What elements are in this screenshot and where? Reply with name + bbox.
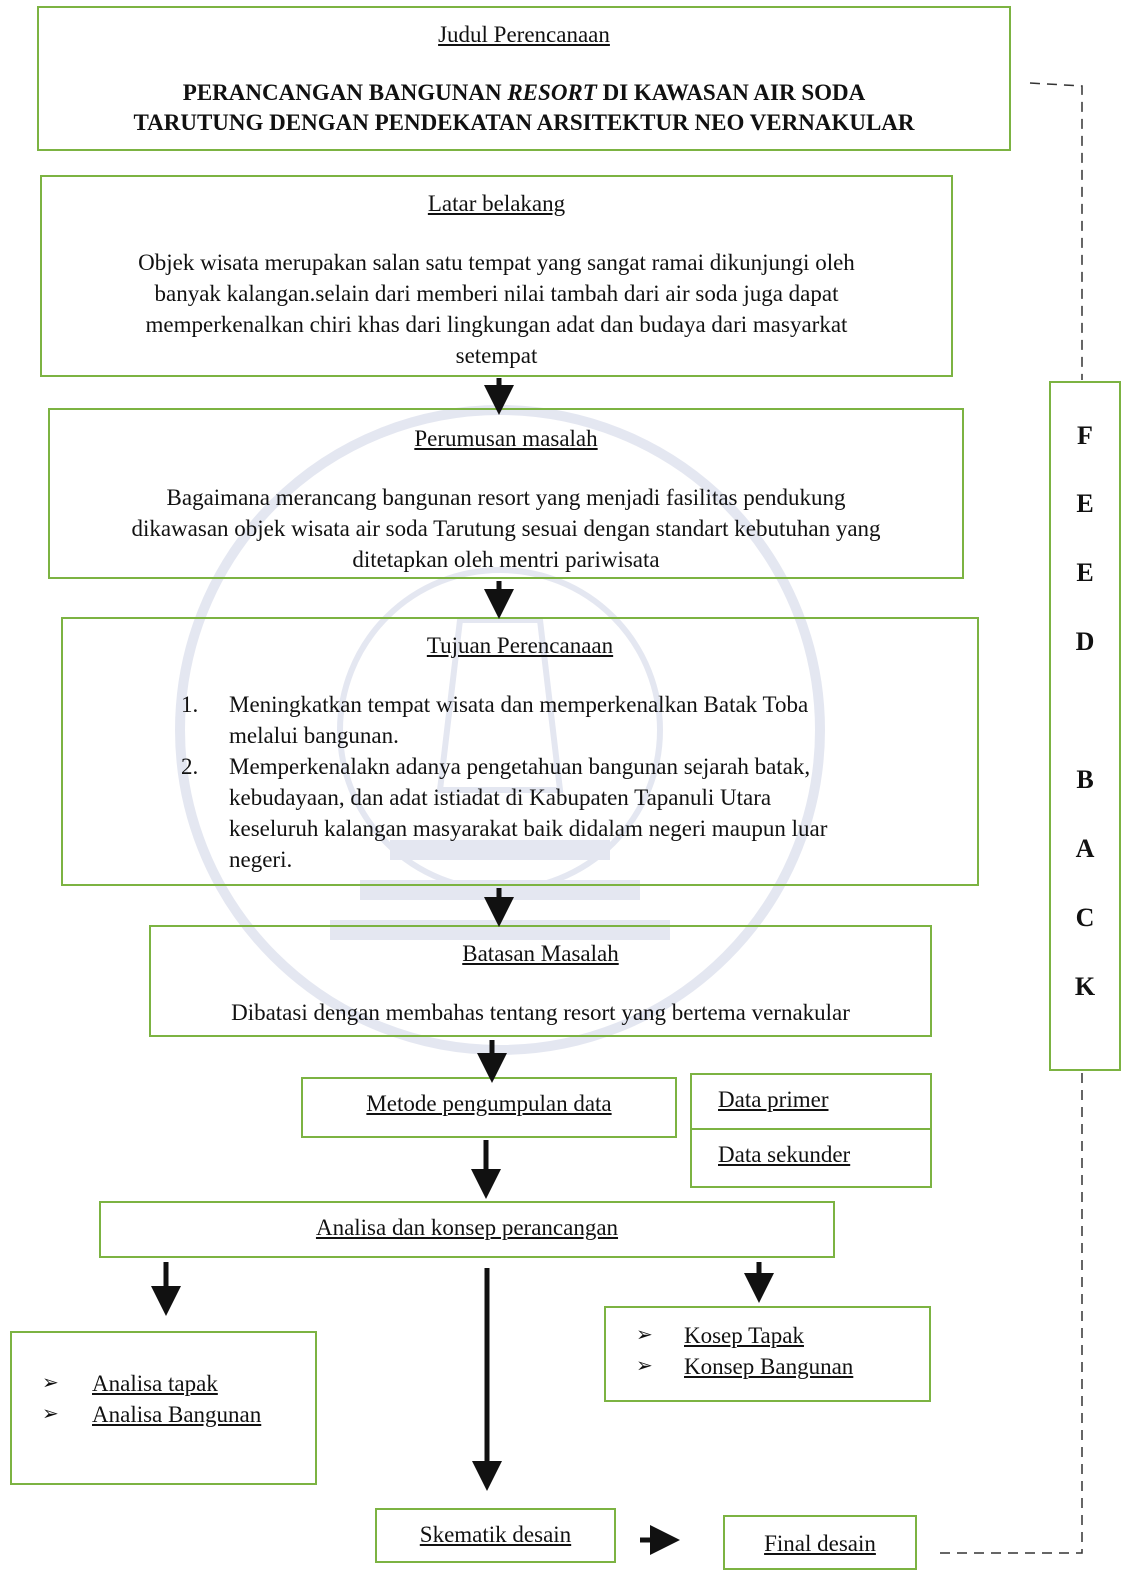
latar-line: memperkenalkan chiri khas dari lingkunga… [145,312,848,337]
feedback-dashed-top [1029,82,1083,380]
konsep-list-box: ➢ Kosep Tapak ➢ Konsep Bangunan [604,1306,931,1402]
perumusan-masalah-box: Perumusan masalah Bagaimana merancang ba… [48,408,964,579]
latar-line: Objek wisata merupakan salan satu tempat… [138,250,855,275]
tujuan-item-line: keseluruh kalangan masyarakat baik didal… [229,816,828,841]
tujuan-item-number: 1. [181,692,199,717]
title-label: Judul Perencanaan [438,22,610,47]
final-desain-box: Final desain [723,1515,917,1570]
tujuan-item-line: Meningkatkan tempat wisata dan memperken… [229,692,809,717]
tujuan-list: 1. Meningkatkan tempat wisata dan memper… [181,689,941,875]
project-title-italic: RESORT [507,80,597,105]
tujuan-perencanaan-label: Tujuan Perencanaan [426,633,614,658]
feedback-letter: D [1075,627,1095,656]
batasan-masalah-box: Batasan Masalah Dibatasi dengan membahas… [149,925,932,1037]
metode-label: Metode pengumpulan data [366,1091,612,1116]
batasan-masalah-label: Batasan Masalah [462,941,619,966]
tujuan-item: 1. Meningkatkan tempat wisata dan memper… [181,689,941,751]
feedback-box: F E E D B A C K [1049,381,1121,1071]
skematik-desain-box: Skematik desain [375,1508,616,1563]
project-title-pre: PERANCANGAN BANGUNAN [182,80,508,105]
tujuan-perencanaan-box: Tujuan Perencanaan 1. Meningkatkan tempa… [61,617,979,886]
tujuan-item-line: negeri. [229,847,293,872]
arrowhead-bullet-icon: ➢ [636,1324,653,1346]
feedback-letter: A [1075,834,1095,863]
latar-belakang-box: Latar belakang Objek wisata merupakan sa… [40,175,953,377]
perumusan-masalah-text: Bagaimana merancang bangunan resort yang… [50,482,962,575]
skematik-desain-label: Skematik desain [419,1522,572,1547]
data-primer-box: Data primer [690,1073,932,1130]
data-sekunder-label: Data sekunder [718,1142,851,1167]
batasan-masalah-text: Dibatasi dengan membahas tentang resort … [231,1000,850,1025]
analisa-konsep-box: Analisa dan konsep perancangan [99,1201,835,1258]
analisa-list-item: ➢ Analisa Bangunan [42,1399,312,1430]
analisa-item-label: Analisa Bangunan [92,1402,262,1427]
konsep-item-label: Kosep Tapak [684,1323,804,1348]
konsep-list: ➢ Kosep Tapak ➢ Konsep Bangunan [636,1320,926,1382]
feedback-letter: E [1076,558,1094,587]
perumusan-masalah-label: Perumusan masalah [414,426,598,451]
konsep-list-item: ➢ Kosep Tapak [636,1320,926,1351]
latar-line: setempat [455,343,538,368]
final-desain-label: Final desain [764,1531,876,1556]
perumusan-line: Bagaimana merancang bangunan resort yang… [166,485,846,510]
feedback-letter: C [1075,903,1095,932]
tujuan-item-line: melalui bangunan. [229,723,399,748]
feedback-letter: B [1076,765,1094,794]
metode-box: Metode pengumpulan data [301,1077,677,1138]
data-sekunder-box: Data sekunder [690,1128,932,1188]
konsep-item-label: Konsep Bangunan [684,1354,854,1379]
project-title: PERANCANGAN BANGUNAN RESORT DI KAWASAN A… [39,78,1009,108]
analisa-list-box: ➢ Analisa tapak ➢ Analisa Bangunan [10,1331,317,1485]
analisa-konsep-label: Analisa dan konsep perancangan [315,1215,619,1240]
feedback-letter: E [1076,489,1094,518]
arrowhead-bullet-icon: ➢ [636,1355,653,1377]
tujuan-item: 2. Memperkenalakn adanya pengetahuan ban… [181,751,941,875]
latar-belakang-text: Objek wisata merupakan salan satu tempat… [42,247,951,371]
project-title-post: DI KAWASAN AIR SODA [596,80,866,105]
data-primer-label: Data primer [718,1087,829,1112]
perumusan-line: ditetapkan oleh mentri pariwisata [352,547,660,572]
analisa-list: ➢ Analisa tapak ➢ Analisa Bangunan [42,1368,312,1430]
arrowhead-bullet-icon: ➢ [42,1403,59,1425]
feedback-dashed-bottom [935,1073,1083,1554]
tujuan-item-line: kebudayaan, dan adat istiadat di Kabupat… [229,785,772,810]
feedback-letter: K [1074,972,1096,1001]
project-title-line2: TARUTUNG DENGAN PENDEKATAN ARSITEKTUR NE… [133,110,915,135]
perumusan-line: dikawasan objek wisata air soda Tarutung… [131,516,881,541]
feedback-letter: F [1077,421,1093,450]
konsep-list-item: ➢ Konsep Bangunan [636,1351,926,1382]
tujuan-item-line: Memperkenalakn adanya pengetahuan bangun… [229,754,811,779]
arrowhead-bullet-icon: ➢ [42,1372,59,1394]
latar-belakang-label: Latar belakang [427,191,566,216]
analisa-item-label: Analisa tapak [92,1371,218,1396]
latar-line: banyak kalangan.selain dari memberi nila… [154,281,839,306]
title-box: Judul Perencanaan PERANCANGAN BANGUNAN R… [37,6,1011,151]
tujuan-item-number: 2. [181,754,199,779]
analisa-list-item: ➢ Analisa tapak [42,1368,312,1399]
